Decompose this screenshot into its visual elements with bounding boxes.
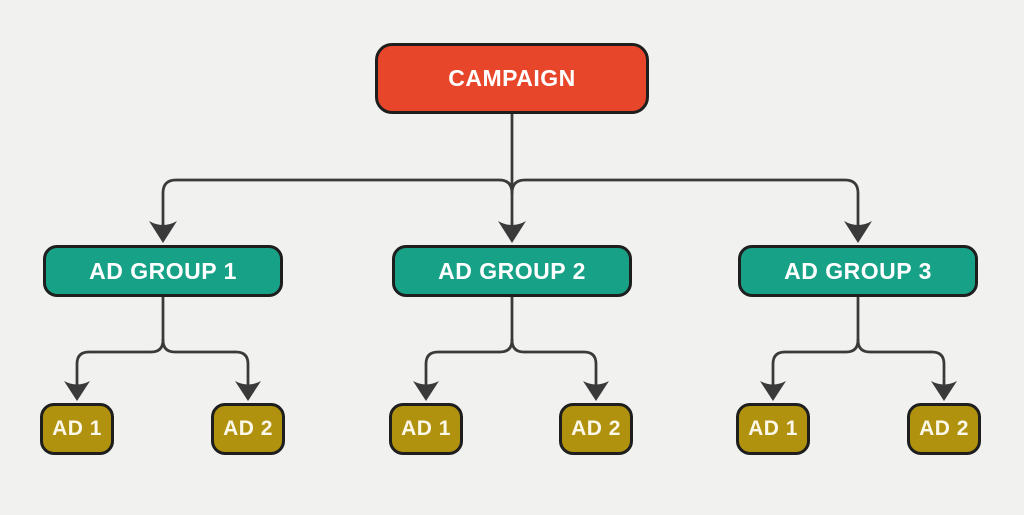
group3-ad1-label: AD 1 [748, 417, 798, 440]
arrow-down-icon [583, 381, 609, 401]
group1-ad1-label: AD 1 [52, 417, 102, 440]
connector-group2-to-ad2 [510, 338, 598, 388]
connector-campaign-to-group1 [161, 178, 514, 230]
ad-group-1-node: AD GROUP 1 [43, 245, 283, 297]
campaign-node: CAMPAIGN [375, 43, 649, 114]
arrow-down-icon [64, 381, 90, 401]
arrow-down-icon [931, 381, 957, 401]
group1-ad2-label: AD 2 [223, 417, 273, 440]
ad-group-1-label: AD GROUP 1 [89, 257, 237, 284]
arrow-down-icon [149, 221, 177, 243]
connector-group1-to-ad1 [75, 338, 165, 388]
group1-ad1-node: AD 1 [40, 403, 114, 455]
connector-group3-to-ad1 [771, 338, 860, 388]
ad-group-2-label: AD GROUP 2 [438, 257, 586, 284]
arrow-down-icon [498, 221, 526, 243]
arrow-down-icon [844, 221, 872, 243]
group2-ad1-label: AD 1 [401, 417, 451, 440]
ad-group-3-node: AD GROUP 3 [738, 245, 978, 297]
connector-group2-to-ad1 [424, 338, 514, 388]
group3-ad1-node: AD 1 [736, 403, 810, 455]
arrow-down-icon [413, 381, 439, 401]
group2-ad1-node: AD 1 [389, 403, 463, 455]
arrow-down-icon [760, 381, 786, 401]
connector-campaign-to-group3 [510, 178, 860, 230]
group1-ad2-node: AD 2 [211, 403, 285, 455]
campaign-label: CAMPAIGN [448, 65, 576, 91]
group2-ad2-label: AD 2 [571, 417, 621, 440]
group2-ad2-node: AD 2 [559, 403, 633, 455]
group3-ad2-label: AD 2 [919, 417, 969, 440]
connector-group1-to-ad2 [161, 338, 250, 388]
connector-group3-to-ad2 [856, 338, 946, 388]
ad-group-2-node: AD GROUP 2 [392, 245, 632, 297]
ad-group-3-label: AD GROUP 3 [784, 257, 932, 284]
arrow-down-icon [235, 381, 261, 401]
group3-ad2-node: AD 2 [907, 403, 981, 455]
